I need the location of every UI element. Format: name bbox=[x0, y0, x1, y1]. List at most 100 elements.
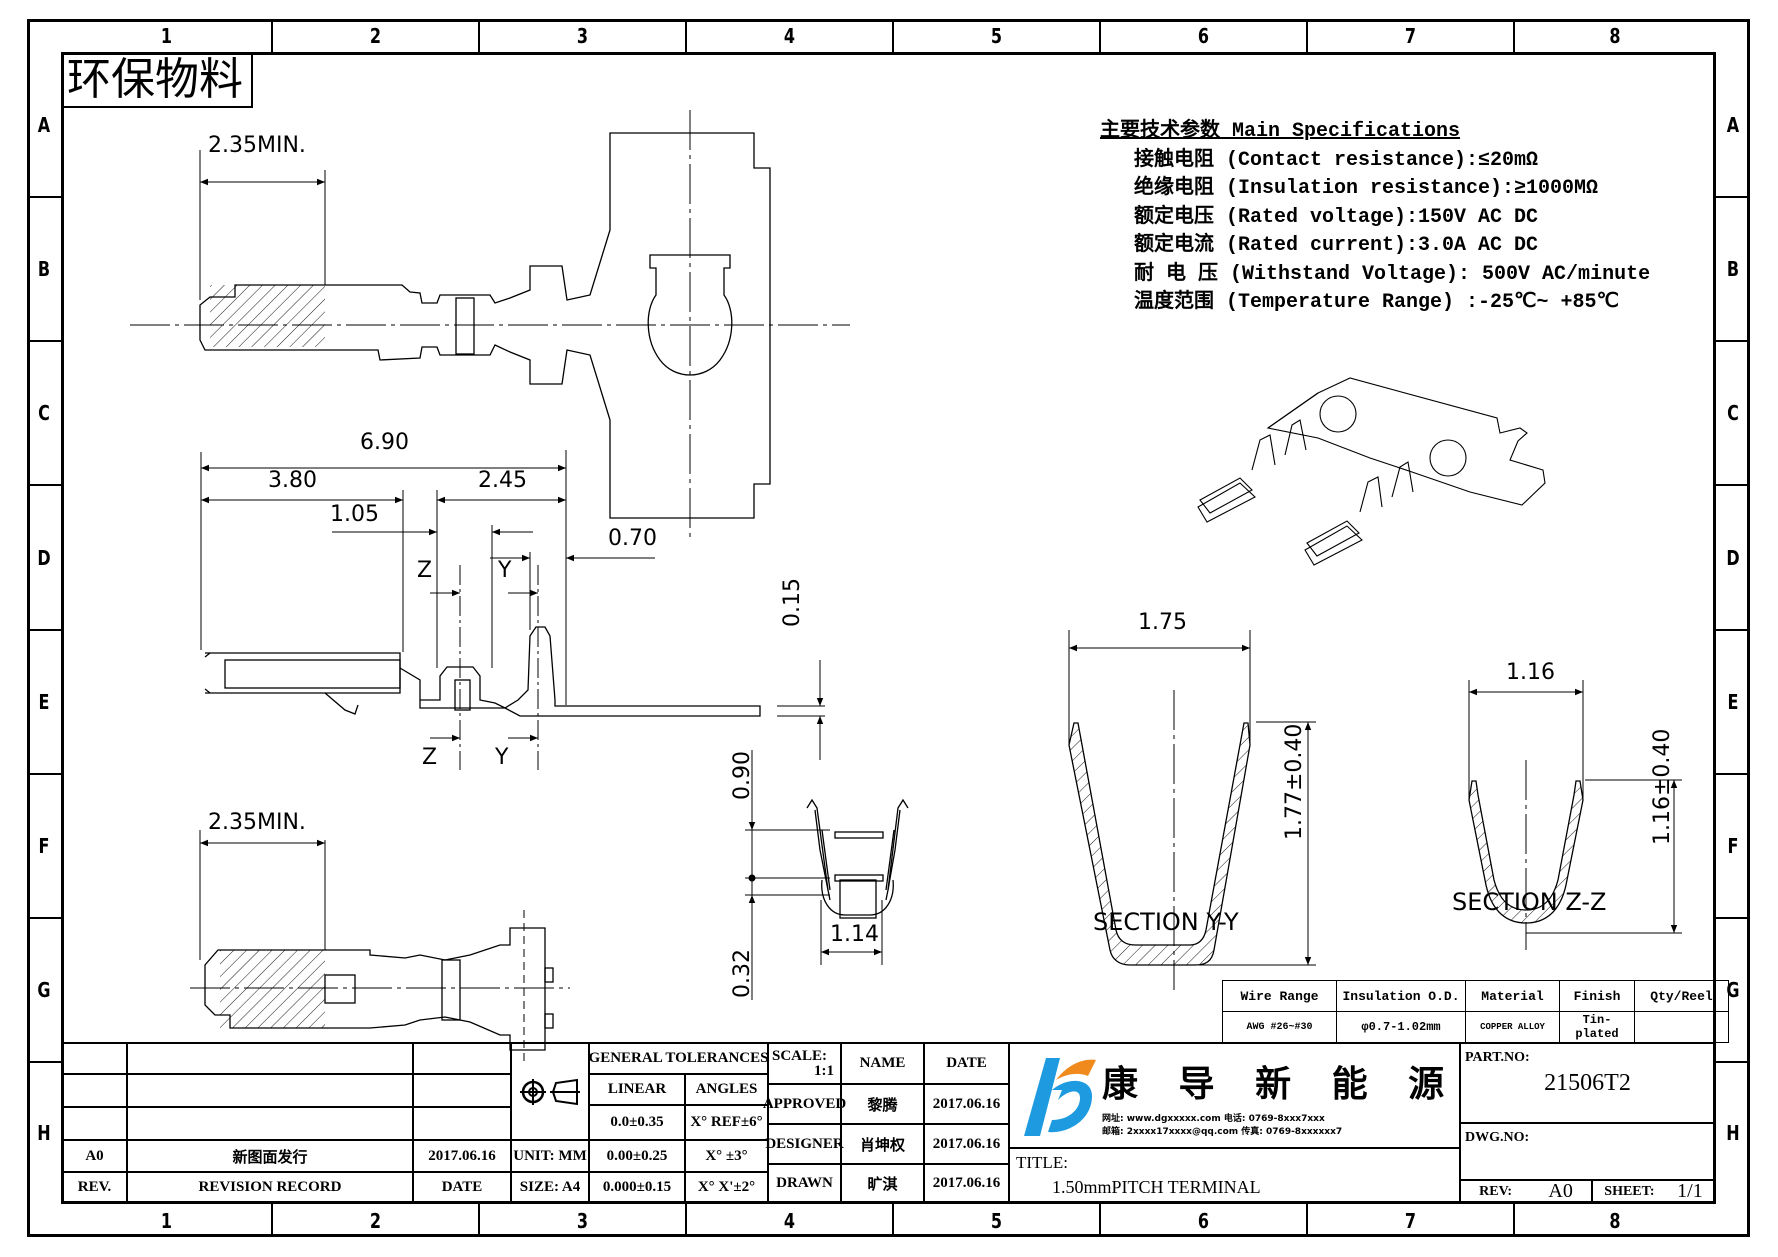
dwg-no-cell: DWG.NO: bbox=[1459, 1122, 1716, 1181]
column-divider bbox=[685, 19, 687, 52]
column-divider bbox=[1306, 1204, 1308, 1237]
column-zone-top: 3 bbox=[576, 24, 589, 48]
section-zz-profile bbox=[1468, 760, 1584, 950]
spec-insulation-resistance: 绝缘电阻 (Insulation resistance):≥1000MΩ bbox=[1134, 177, 1599, 200]
rev-cell bbox=[61, 1073, 128, 1108]
row-zone-left: E bbox=[38, 690, 50, 714]
spec-temperature-range: 温度范围 (Temperature Range) :-25℃~ +85℃ bbox=[1134, 291, 1619, 314]
wire-header-range: Wire Range bbox=[1222, 980, 1337, 1012]
row-zone-left: G bbox=[37, 978, 51, 1002]
dim-end-height-upper: 0.90 bbox=[730, 751, 755, 800]
column-zone-top: 8 bbox=[1609, 24, 1621, 48]
part-no-cell: PART.NO: 21506T2 bbox=[1459, 1042, 1716, 1124]
spec-withstand-voltage: 耐 电 压 (Withstand Voltage): 500V AC/minut… bbox=[1134, 262, 1651, 286]
title-label: TITLE: bbox=[1016, 1153, 1068, 1172]
rev-record-cell bbox=[126, 1042, 414, 1075]
column-zone-bottom: 5 bbox=[990, 1209, 1003, 1233]
row-divider bbox=[1716, 1061, 1750, 1063]
row-divider bbox=[27, 917, 61, 919]
general-tolerances-title: GENERAL TOLERANCES bbox=[588, 1042, 769, 1075]
column-divider bbox=[1513, 1204, 1515, 1237]
column-zone-bottom: 1 bbox=[160, 1209, 173, 1233]
spec-rated-current: 额定电流 (Rated current):3.0A AC DC bbox=[1134, 234, 1539, 257]
scale-value: 1:1 bbox=[814, 1062, 834, 1079]
date-header: DATE bbox=[923, 1042, 1010, 1085]
dim-contact-length: 3.80 bbox=[268, 468, 317, 493]
row-divider bbox=[27, 629, 61, 631]
revision-record-header: REVISION RECORD bbox=[126, 1171, 414, 1204]
dim-top-view-min: 2.35MIN. bbox=[208, 133, 306, 158]
part-number: 21506T2 bbox=[1544, 1070, 1631, 1096]
wire-value-qty bbox=[1634, 1011, 1729, 1043]
angle-tolerance-2: X° ±3° bbox=[684, 1139, 769, 1173]
dim-overall-length: 6.90 bbox=[360, 430, 409, 455]
row-zone-right: F bbox=[1727, 834, 1739, 858]
row-zone-right: A bbox=[1726, 112, 1740, 137]
spec-rated-voltage: 额定电压 (Rated voltage):150V AC DC bbox=[1134, 205, 1539, 229]
section-yy-label: SECTION Y-Y bbox=[1093, 908, 1239, 936]
dwg-no-label: DWG.NO: bbox=[1465, 1130, 1530, 1145]
sheet-label: SHEET: bbox=[1604, 1183, 1655, 1199]
scale-cell: SCALE: 1:1 bbox=[767, 1042, 842, 1085]
top-view bbox=[130, 110, 850, 540]
row-divider bbox=[27, 340, 61, 342]
drawn-name: 旷淇 bbox=[840, 1163, 925, 1204]
column-divider bbox=[1306, 19, 1308, 52]
main-specifications: 主要技术参数 Main Specifications 接触电阻 (Contact… bbox=[1100, 118, 1650, 318]
approved-name: 黎腾 bbox=[840, 1083, 925, 1125]
column-zone-top: 5 bbox=[990, 24, 1003, 48]
wire-value-finish: Tin-plated bbox=[1559, 1011, 1635, 1043]
angle-tolerance-3: X° X'±2° bbox=[684, 1171, 769, 1204]
row-divider bbox=[1716, 629, 1750, 631]
section-yy-profile bbox=[1068, 690, 1251, 990]
designer-name: 肖坤权 bbox=[840, 1123, 925, 1165]
size-cell: SIZE: A4 bbox=[510, 1171, 590, 1204]
company-name: 康 导 新 能 源 bbox=[1102, 1063, 1459, 1105]
dim-end-height-lower: 0.32 bbox=[730, 949, 755, 998]
drawn-label: DRAWN bbox=[767, 1163, 842, 1204]
section-mark-y-top: Y bbox=[498, 558, 512, 583]
spec-contact-resistance: 接触电阻 (Contact resistance):≤20mΩ bbox=[1134, 148, 1539, 172]
row-zone-left: C bbox=[38, 401, 50, 425]
dim-bottom-view-min: 2.35MIN. bbox=[208, 810, 306, 835]
drawn-date: 2017.06.16 bbox=[923, 1163, 1010, 1204]
wire-header-material: Material bbox=[1465, 980, 1560, 1012]
column-zone-top: 7 bbox=[1404, 24, 1417, 48]
isometric-view bbox=[1197, 377, 1546, 566]
rev-cell bbox=[61, 1106, 128, 1141]
column-zone-top: 4 bbox=[783, 24, 796, 48]
dim-section-yy-width: 1.75 bbox=[1138, 610, 1187, 635]
column-zone-bottom: 4 bbox=[783, 1209, 796, 1233]
linear-tolerance-1: 0.0±0.35 bbox=[588, 1104, 686, 1141]
approved-label: APPROVED bbox=[763, 1083, 846, 1125]
row-divider bbox=[27, 773, 61, 775]
rev-field: REV: A0 bbox=[1459, 1179, 1593, 1204]
projection-symbol bbox=[510, 1042, 590, 1141]
wire-value-material: COPPER ALLOY bbox=[1465, 1011, 1560, 1043]
designer-label: DESIGNER bbox=[765, 1123, 844, 1165]
column-divider bbox=[1099, 19, 1101, 52]
row-zone-left: B bbox=[37, 257, 51, 281]
column-divider bbox=[685, 1204, 687, 1237]
bottom-view bbox=[190, 910, 570, 1065]
rev-record-cell: 新图面发行 bbox=[126, 1139, 414, 1173]
row-divider bbox=[27, 1061, 61, 1063]
designer-date: 2017.06.16 bbox=[923, 1123, 1010, 1165]
rev-record-cell bbox=[126, 1073, 414, 1108]
row-divider bbox=[27, 196, 61, 198]
column-zone-bottom: 2 bbox=[369, 1209, 382, 1233]
row-zone-left: D bbox=[37, 545, 51, 570]
scale-label: SCALE: bbox=[772, 1047, 828, 1064]
row-zone-right: E bbox=[1727, 690, 1739, 714]
rev-record-cell bbox=[126, 1106, 414, 1141]
dim-section-yy-height: 1.77±0.40 bbox=[1282, 723, 1307, 840]
dim-section-zz-width: 1.16 bbox=[1506, 660, 1555, 685]
wire-header-finish: Finish bbox=[1559, 980, 1635, 1012]
dim-insulation-barrel: 0.70 bbox=[608, 526, 657, 551]
third-angle-projection-icon bbox=[520, 1078, 580, 1105]
drawing-title: 1.50mmPITCH TERMINAL bbox=[1052, 1177, 1261, 1197]
column-zone-top: 2 bbox=[369, 24, 382, 48]
row-zone-right: B bbox=[1726, 257, 1740, 281]
row-divider bbox=[1716, 340, 1750, 342]
